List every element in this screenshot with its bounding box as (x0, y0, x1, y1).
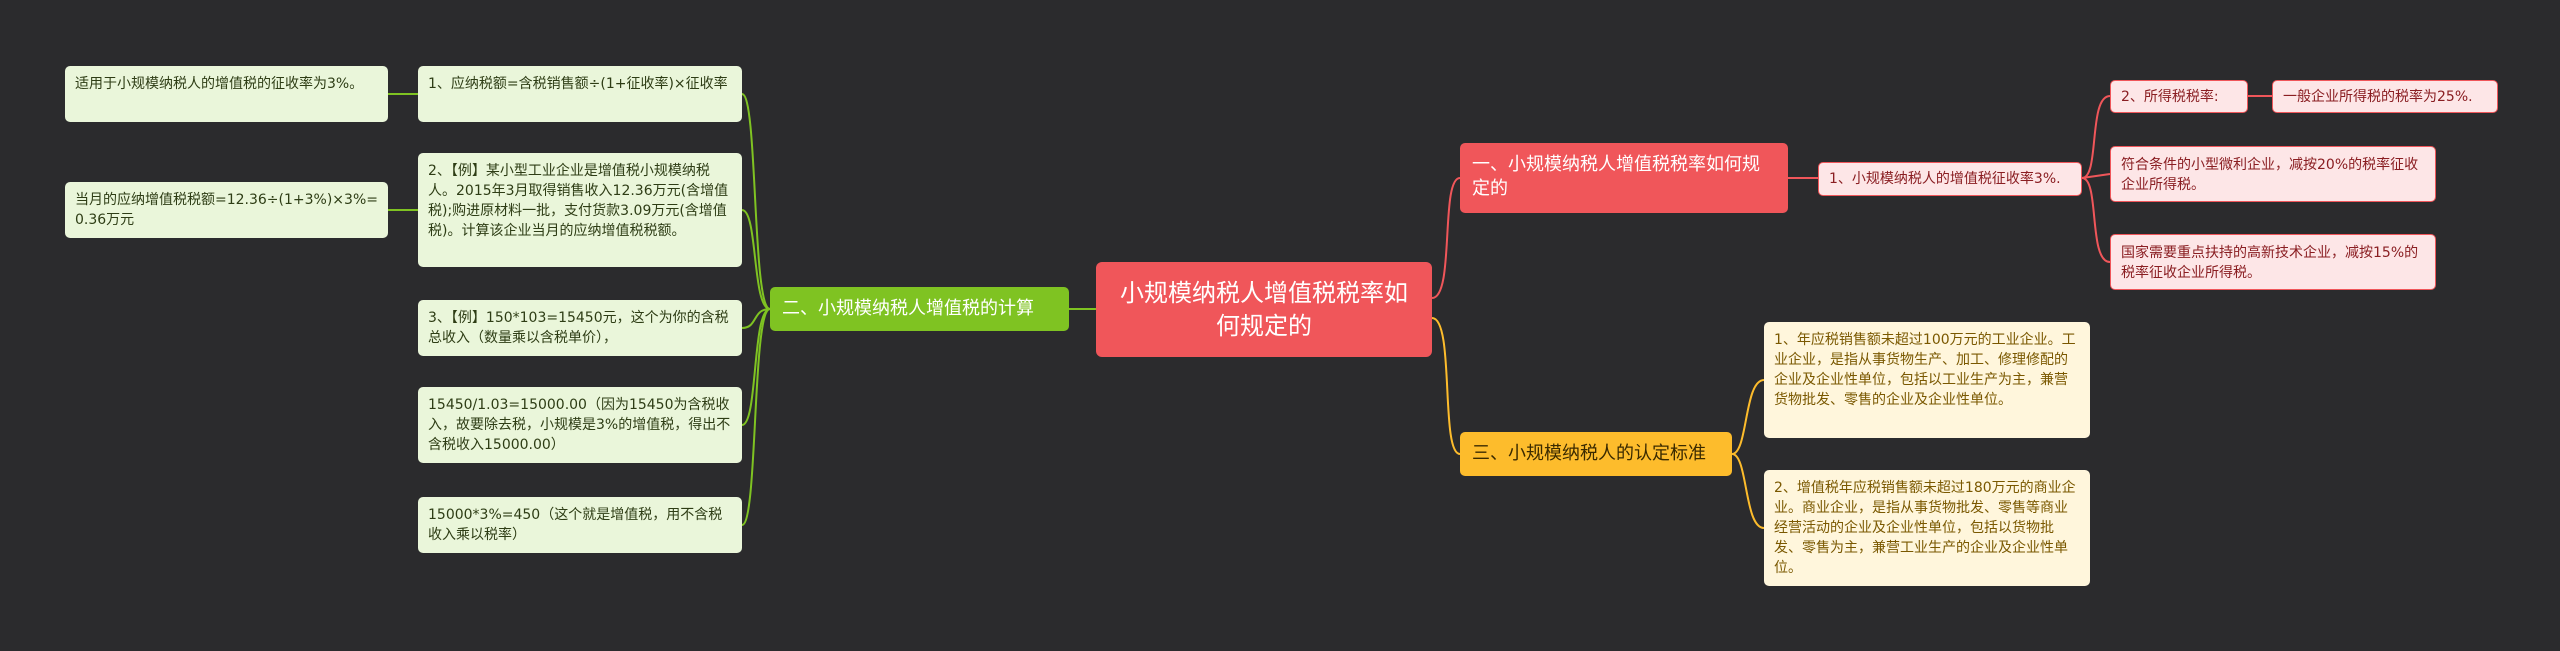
link-branch3-item2 (1731, 453, 1765, 529)
node-calc-formula[interactable]: 1、应纳税额=含税销售额÷(1+征收率)×征收率 (418, 66, 742, 122)
node-general-income-tax-label: 一般企业所得税的税率为25%. (2283, 88, 2473, 105)
link-child-hightech (2081, 177, 2111, 263)
branch-criteria[interactable]: 三、小规模纳税人的认定标准 (1460, 432, 1732, 476)
node-general-income-tax[interactable]: 一般企业所得税的税率为25%. (2272, 80, 2498, 113)
link-branch3-item1 (1731, 379, 1765, 455)
branch-calculation[interactable]: 二、小规模纳税人增值税的计算 (770, 287, 1069, 331)
note-collection-rate-label: 适用于小规模纳税人的增值税的征收率为3%。 (75, 76, 364, 92)
link-root-branch1 (1431, 177, 1461, 299)
link-branch2-item3 (741, 308, 771, 329)
node-calc-exclusive-income-label: 15450/1.03=15000.00（因为15450为含税收入，故要除去税，小… (428, 397, 731, 453)
node-calc-example-total-label: 3、【例】150*103=15450元，这个为你的含税总收入（数量乘以含税单价）… (428, 310, 729, 346)
node-calc-example[interactable]: 2、【例】某小型工业企业是增值税小规模纳税人。2015年3月取得销售收入12.3… (418, 153, 742, 267)
node-income-tax-rate[interactable]: 2、所得税税率: (2110, 80, 2248, 113)
node-criteria-commercial[interactable]: 2、增值税年应税销售额未超过180万元的商业企业。商业企业，是指从事货物批发、零… (1764, 470, 2090, 586)
node-small-profit-enterprise-label: 符合条件的小型微利企业，减按20%的税率征收企业所得税。 (2121, 157, 2419, 193)
node-vat-collection-rate[interactable]: 1、小规模纳税人的增值税征收率3%. (1818, 162, 2082, 196)
link-branch2-item1 (741, 93, 771, 310)
link-branch2-item2 (741, 209, 771, 310)
node-calc-example-total[interactable]: 3、【例】150*103=15450元，这个为你的含税总收入（数量乘以含税单价）… (418, 300, 742, 356)
node-criteria-industrial-label: 1、年应税销售额未超过100万元的工业企业。工业企业，是指从事货物生产、加工、修… (1774, 332, 2076, 408)
branch-criteria-label: 三、小规模纳税人的认定标准 (1472, 443, 1706, 464)
node-criteria-industrial[interactable]: 1、年应税销售额未超过100万元的工业企业。工业企业，是指从事货物生产、加工、修… (1764, 322, 2090, 438)
link-branch2-item4 (741, 308, 771, 426)
branch-tax-rate[interactable]: 一、小规模纳税人增值税税率如何规定的 (1460, 143, 1788, 213)
node-income-tax-rate-label: 2、所得税税率: (2121, 88, 2219, 105)
node-hightech-enterprise[interactable]: 国家需要重点扶持的高新技术企业，减按15%的税率征收企业所得税。 (2110, 234, 2436, 290)
note-collection-rate[interactable]: 适用于小规模纳税人的增值税的征收率为3%。 (65, 66, 388, 122)
branch-tax-rate-label: 一、小规模纳税人增值税税率如何规定的 (1472, 154, 1760, 199)
link-child-smallprofit (2081, 173, 2111, 179)
node-calc-example-label: 2、【例】某小型工业企业是增值税小规模纳税人。2015年3月取得销售收入12.3… (428, 163, 729, 239)
note-monthly-vat[interactable]: 当月的应纳增值税税额=12.36÷(1+3%)×3%=0.36万元 (65, 182, 388, 238)
branch-calculation-label: 二、小规模纳税人增值税的计算 (782, 298, 1034, 319)
link-branch2-item5 (741, 308, 771, 526)
node-calc-vat-result[interactable]: 15000*3%=450（这个就是增值税，用不含税收入乘以税率） (418, 497, 742, 553)
root-topic-label: 小规模纳税人增值税税率如何规定的 (1120, 278, 1408, 340)
note-monthly-vat-label: 当月的应纳增值税税额=12.36÷(1+3%)×3%=0.36万元 (75, 192, 378, 228)
root-topic[interactable]: 小规模纳税人增值税税率如何规定的 (1096, 262, 1432, 357)
link-child-incometax (2081, 95, 2111, 179)
node-calc-formula-label: 1、应纳税额=含税销售额÷(1+征收率)×征收率 (428, 76, 728, 92)
node-criteria-commercial-label: 2、增值税年应税销售额未超过180万元的商业企业。商业企业，是指从事货物批发、零… (1774, 480, 2076, 576)
node-calc-vat-result-label: 15000*3%=450（这个就是增值税，用不含税收入乘以税率） (428, 507, 723, 543)
node-calc-exclusive-income[interactable]: 15450/1.03=15000.00（因为15450为含税收入，故要除去税，小… (418, 387, 742, 463)
node-hightech-enterprise-label: 国家需要重点扶持的高新技术企业，减按15%的税率征收企业所得税。 (2121, 245, 2419, 281)
link-root-branch3 (1431, 317, 1461, 455)
node-small-profit-enterprise[interactable]: 符合条件的小型微利企业，减按20%的税率征收企业所得税。 (2110, 146, 2436, 202)
node-vat-collection-rate-label: 1、小规模纳税人的增值税征收率3%. (1829, 171, 2061, 187)
